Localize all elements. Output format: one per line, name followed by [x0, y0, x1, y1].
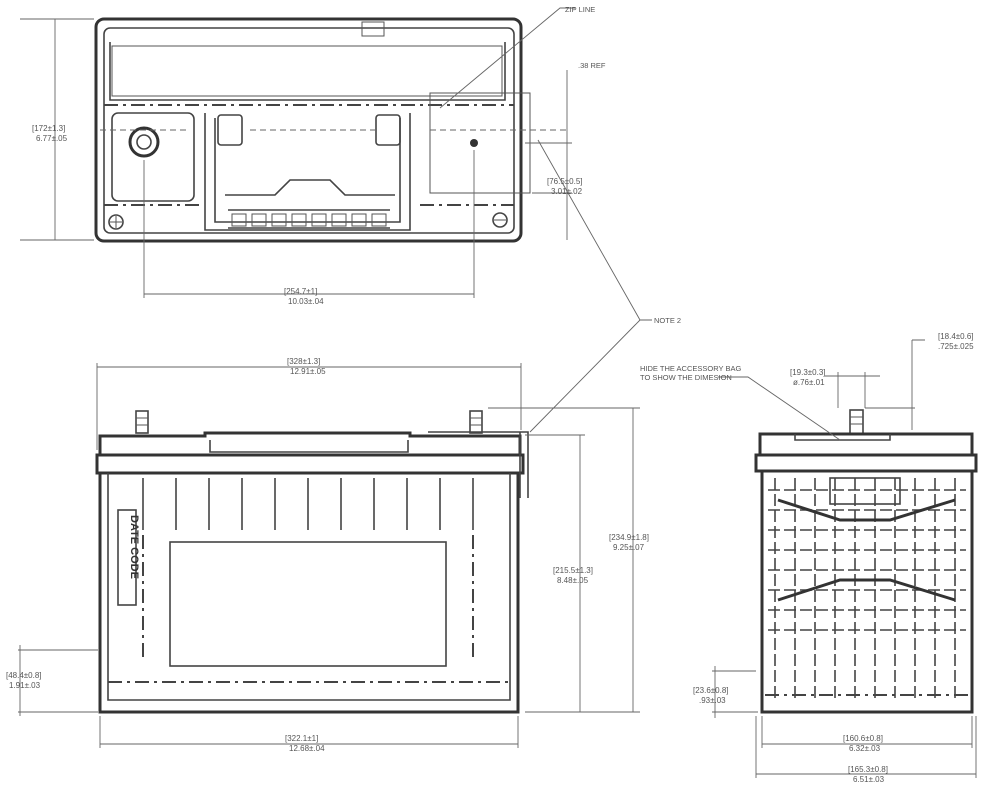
dim-overall-length-mm: [328±1.3]: [287, 357, 320, 366]
dimension-callouts: [172±1.3] 6.77±.05 [76.5±0.5] 3.01±.02 […: [6, 124, 974, 784]
front-view: [18, 139, 652, 748]
front-case: [98, 473, 520, 714]
dim-top-height-mm: [172±1.3]: [32, 124, 65, 133]
dim-side-ledge-in: .93±.03: [699, 696, 726, 705]
front-terminal-left: [135, 410, 149, 434]
dim-terminal-height-in: .725±.025: [938, 342, 974, 351]
handle-clip-right: [375, 114, 401, 146]
dim-overall-length-in: 12.91±.05: [290, 367, 326, 376]
dim-holddown-height-in: 1.91±.03: [9, 681, 41, 690]
front-label-panel: [169, 541, 447, 667]
dim-side-base-in: 6.32±.03: [849, 744, 881, 753]
side-rib-grid: [768, 477, 966, 702]
dim-terminal-spacing-in: 10.03±.04: [288, 297, 324, 306]
top-view-outline: [94, 17, 523, 243]
dim-zip-offset-mm: [76.5±0.5]: [547, 177, 583, 186]
handle-clip-left: [217, 114, 243, 146]
side-view: [712, 339, 978, 778]
side-terminal: [849, 409, 864, 435]
dim-terminal-spacing-mm: [254.7±1]: [284, 287, 317, 296]
dim-base-length-mm: [322.1±1]: [285, 734, 318, 743]
top-terminal-right: [470, 139, 478, 147]
handle-grip-slots: [231, 213, 387, 227]
accessory-label-line2: TO SHOW THE DIMESION: [640, 373, 732, 382]
dim-holddown-height-mm: [48.4±0.8]: [6, 671, 42, 680]
zip-tag: [429, 92, 531, 194]
screw-right: [492, 212, 508, 228]
vent-tab: [361, 21, 385, 37]
dim-case-height-in: 8.48±.05: [557, 576, 589, 585]
dim-base-length-in: 12.68±.04: [289, 744, 325, 753]
dim-top-height-in: 6.77±.05: [36, 134, 68, 143]
side-lid-ledge: [754, 453, 978, 473]
dim-side-width-mm: [165.3±0.8]: [848, 765, 888, 774]
dim-terminal-dia-in: ø.76±.01: [793, 378, 825, 387]
dim-terminal-height-mm: [18.4±0.6]: [938, 332, 974, 341]
note2-label: NOTE 2: [654, 316, 681, 325]
dim-side-base-mm: [160.6±0.8]: [843, 734, 883, 743]
accessory-label-line1: HIDE THE ACCESSORY BAG: [640, 364, 741, 373]
top-terminal-left: [128, 126, 160, 158]
dim-case-height-mm: [215.5±1.3]: [553, 566, 593, 575]
front-terminal-right: [469, 410, 483, 434]
dim-overall-height-mm: [234.9±1.8]: [609, 533, 649, 542]
zip-line-label: ZIP LINE: [565, 5, 595, 14]
dim-side-ledge-mm: [23.6±0.8]: [693, 686, 729, 695]
date-code-box: [117, 509, 137, 606]
top-view: [20, 7, 575, 298]
front-ribs: [142, 478, 474, 660]
side-case: [760, 471, 974, 714]
front-lid: [98, 431, 522, 455]
dim-overall-height-in: 9.25±.07: [613, 543, 645, 552]
front-lid-ledge: [95, 453, 525, 475]
dim-terminal-dia-mm: [19.3±0.3]: [790, 368, 826, 377]
dim-zip-offset-in: 3.01±.02: [551, 187, 583, 196]
screw-left: [108, 214, 124, 230]
dim-side-width-in: 6.51±.03: [853, 775, 885, 784]
date-code-stamp: DATE CODE: [128, 515, 140, 579]
ref-label: .38 REF: [578, 61, 606, 70]
side-lid: [758, 432, 974, 455]
